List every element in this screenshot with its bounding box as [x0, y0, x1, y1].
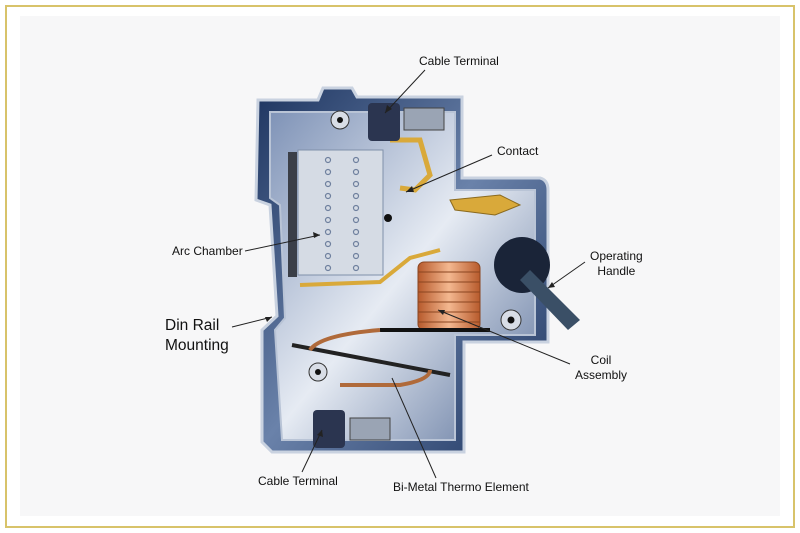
- label-handle-line2: Handle: [597, 264, 636, 278]
- label-cable-terminal-bottom: Cable Terminal: [258, 474, 338, 488]
- bimetal-strip: [291, 343, 451, 377]
- arc-chamber-plates: [324, 156, 360, 272]
- arrowheads: [265, 105, 555, 437]
- cable-terminal-bottom-clamp: [313, 410, 345, 448]
- label-operating-line1: Operating: [590, 249, 643, 263]
- label-arc-chamber: Arc Chamber: [172, 244, 243, 258]
- label-cable-terminal-top: Cable Terminal: [419, 54, 499, 68]
- label-din-rail-line1: Din Rail: [165, 317, 220, 334]
- arc-chamber: [297, 149, 384, 276]
- conductor-arc: [299, 248, 441, 287]
- braided-wire: [308, 328, 432, 387]
- contact-arm: [449, 194, 522, 216]
- label-din-rail-mounting: Din Rail Mounting: [165, 316, 229, 356]
- leader-lines: [231, 69, 586, 479]
- label-bimetal-thermo-element: Bi-Metal Thermo Element: [393, 480, 529, 494]
- operating-handle-lever: [520, 270, 580, 330]
- label-coil-assembly: Coil Assembly: [575, 353, 627, 383]
- cable-terminal-top-clamp: [368, 103, 400, 141]
- label-assembly-line2: Assembly: [575, 368, 628, 382]
- label-coil-line1: Coil: [590, 353, 612, 367]
- label-operating-handle: Operating Handle: [590, 249, 643, 279]
- label-din-rail-line2: Mounting: [165, 337, 229, 354]
- label-contact: Contact: [497, 144, 539, 158]
